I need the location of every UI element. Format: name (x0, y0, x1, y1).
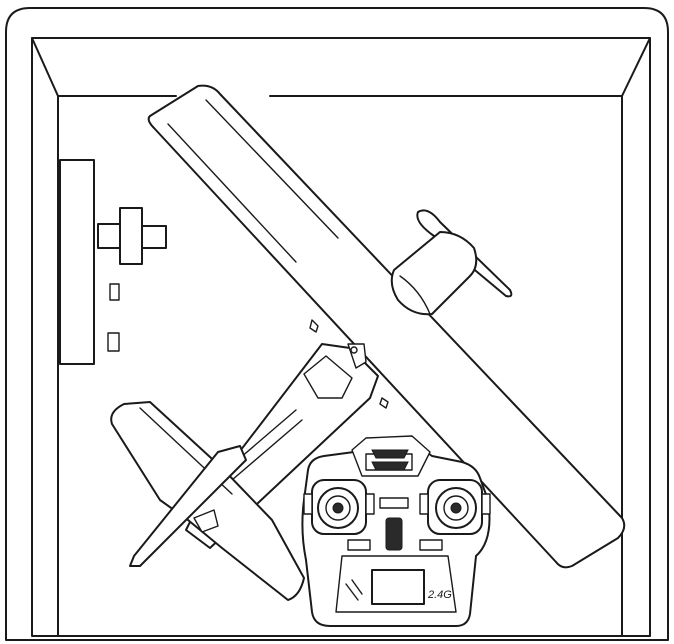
accessory-mount (97, 207, 167, 265)
motor-pod (390, 209, 513, 316)
box-outline (5, 7, 669, 641)
accessory-clips (107, 283, 120, 352)
main-wing (147, 84, 626, 569)
tail-fin (129, 445, 247, 567)
rc-transmitter: 2.4G (301, 435, 491, 627)
right-stick-gimbal (419, 479, 491, 535)
left-stick-gimbal (303, 479, 375, 535)
band-mark: 2.4G (427, 589, 452, 601)
accessory-tray (59, 159, 95, 365)
